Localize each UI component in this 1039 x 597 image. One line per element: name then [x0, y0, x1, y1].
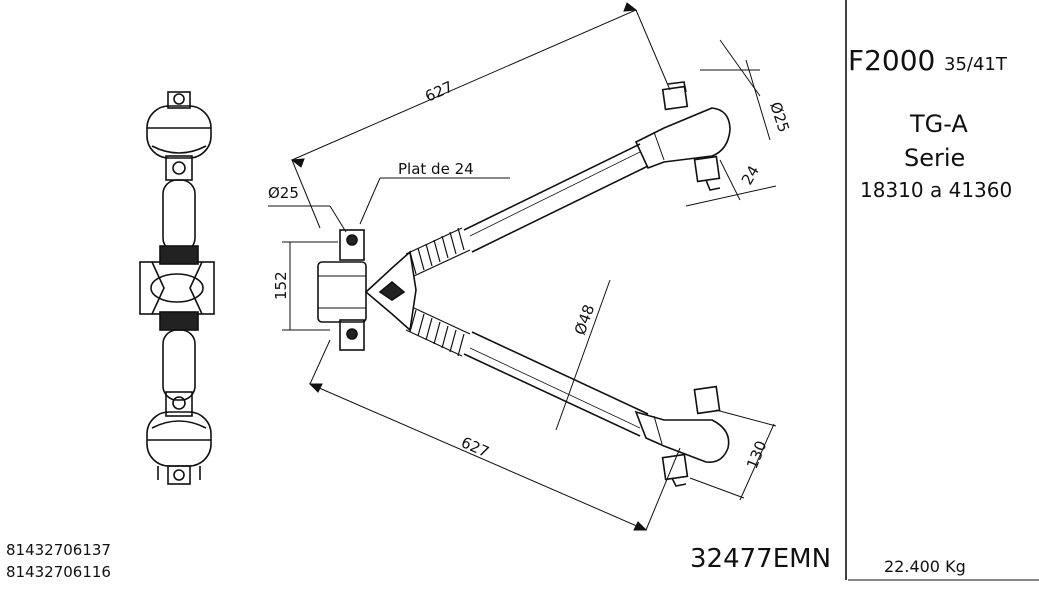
- dim-upper-end-bolt-diameter: Ø25: [766, 100, 793, 135]
- dim-apex-bolt-diameter: Ø25: [268, 184, 299, 202]
- serie-label: Serie: [904, 144, 966, 172]
- dim-apex-height: 152: [272, 271, 290, 300]
- weight: 22.400 Kg: [884, 557, 966, 576]
- reference-code-1: 81432706137: [6, 541, 111, 559]
- dim-lower-end-height: 130: [743, 438, 770, 471]
- side-view: [139, 91, 215, 485]
- dim-lower-arm-length: 627: [458, 433, 491, 461]
- dim-flat-label: Plat de 24: [398, 160, 474, 178]
- dim-upper-end-width: 24: [738, 162, 763, 188]
- dimension-lines: [268, 2, 777, 531]
- serie-range: 18310 a 41360: [860, 178, 1013, 202]
- type-label: TG-A: [910, 110, 968, 138]
- model-variant: 35/41T: [944, 54, 1007, 75]
- part-number: 32477EMN: [690, 544, 832, 574]
- reference-code-2: 81432706116: [6, 563, 111, 581]
- top-view: [317, 81, 731, 487]
- title-block: F2000 35/41T TG-A Serie 18310 a 41360 22…: [848, 0, 1039, 597]
- dimension-labels: 627 Ø25 24 Ø25 Plat de 24 152 Ø48 627 13…: [268, 78, 793, 472]
- dim-upper-arm-length: 627: [422, 78, 455, 106]
- model-name: F2000: [848, 44, 936, 77]
- dim-tube-diameter: Ø48: [571, 302, 598, 337]
